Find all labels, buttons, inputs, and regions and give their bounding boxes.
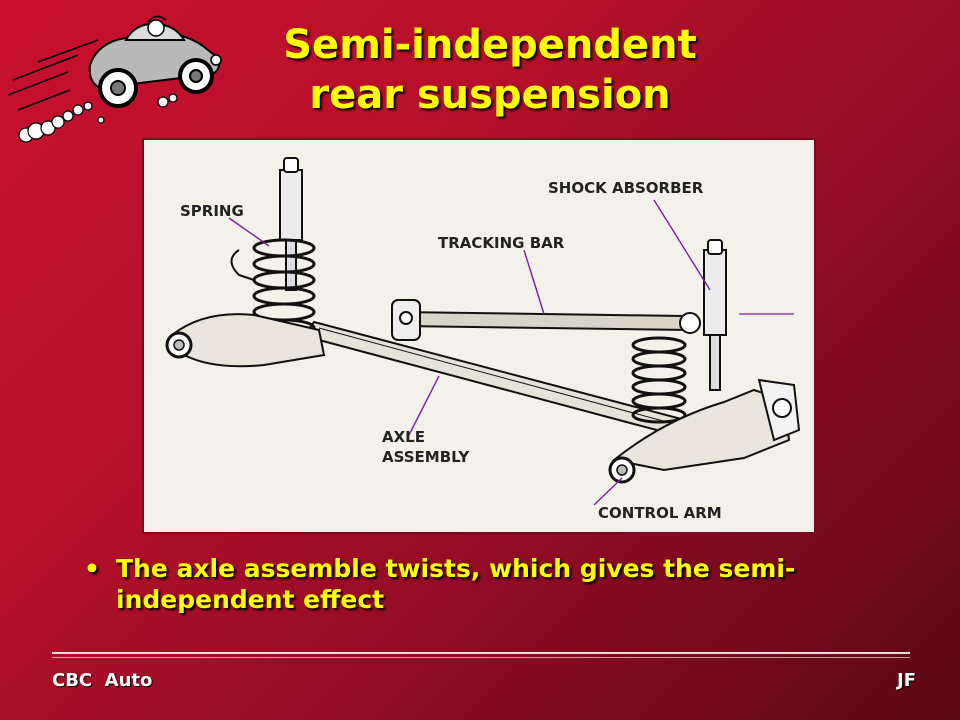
speeding-car-logo bbox=[8, 15, 222, 143]
label-control-arm: CONTROL ARM bbox=[598, 504, 722, 522]
footer-org: CBC Auto bbox=[52, 670, 153, 691]
label-axle-line-2: ASSEMBLY bbox=[382, 448, 470, 466]
suspension-diagram: SPRING SHOCK ABSORBER TRACKING BAR AXLE … bbox=[144, 140, 814, 532]
footer-divider bbox=[52, 652, 910, 654]
suspension-drawing: SPRING SHOCK ABSORBER TRACKING BAR AXLE … bbox=[165, 157, 801, 522]
footer-initials: JF bbox=[897, 670, 916, 691]
bullet-list: • The axle assemble twists, which gives … bbox=[84, 553, 884, 615]
label-shock-absorber: SHOCK ABSORBER bbox=[548, 179, 704, 197]
label-axle-line-1: AXLE bbox=[382, 428, 425, 446]
label-spring: SPRING bbox=[180, 202, 244, 220]
bullet-item: • The axle assemble twists, which gives … bbox=[84, 553, 884, 615]
label-tracking-bar: TRACKING BAR bbox=[438, 234, 565, 252]
footer-divider-thin bbox=[52, 657, 910, 658]
title-line-2: rear suspension bbox=[309, 72, 671, 118]
title-line-1: Semi-independent bbox=[283, 22, 697, 68]
bullet-text: The axle assemble twists, which gives th… bbox=[116, 554, 796, 614]
bullet-symbol: • bbox=[84, 554, 100, 583]
slide-title: Semi-independent rear suspension bbox=[240, 20, 740, 120]
